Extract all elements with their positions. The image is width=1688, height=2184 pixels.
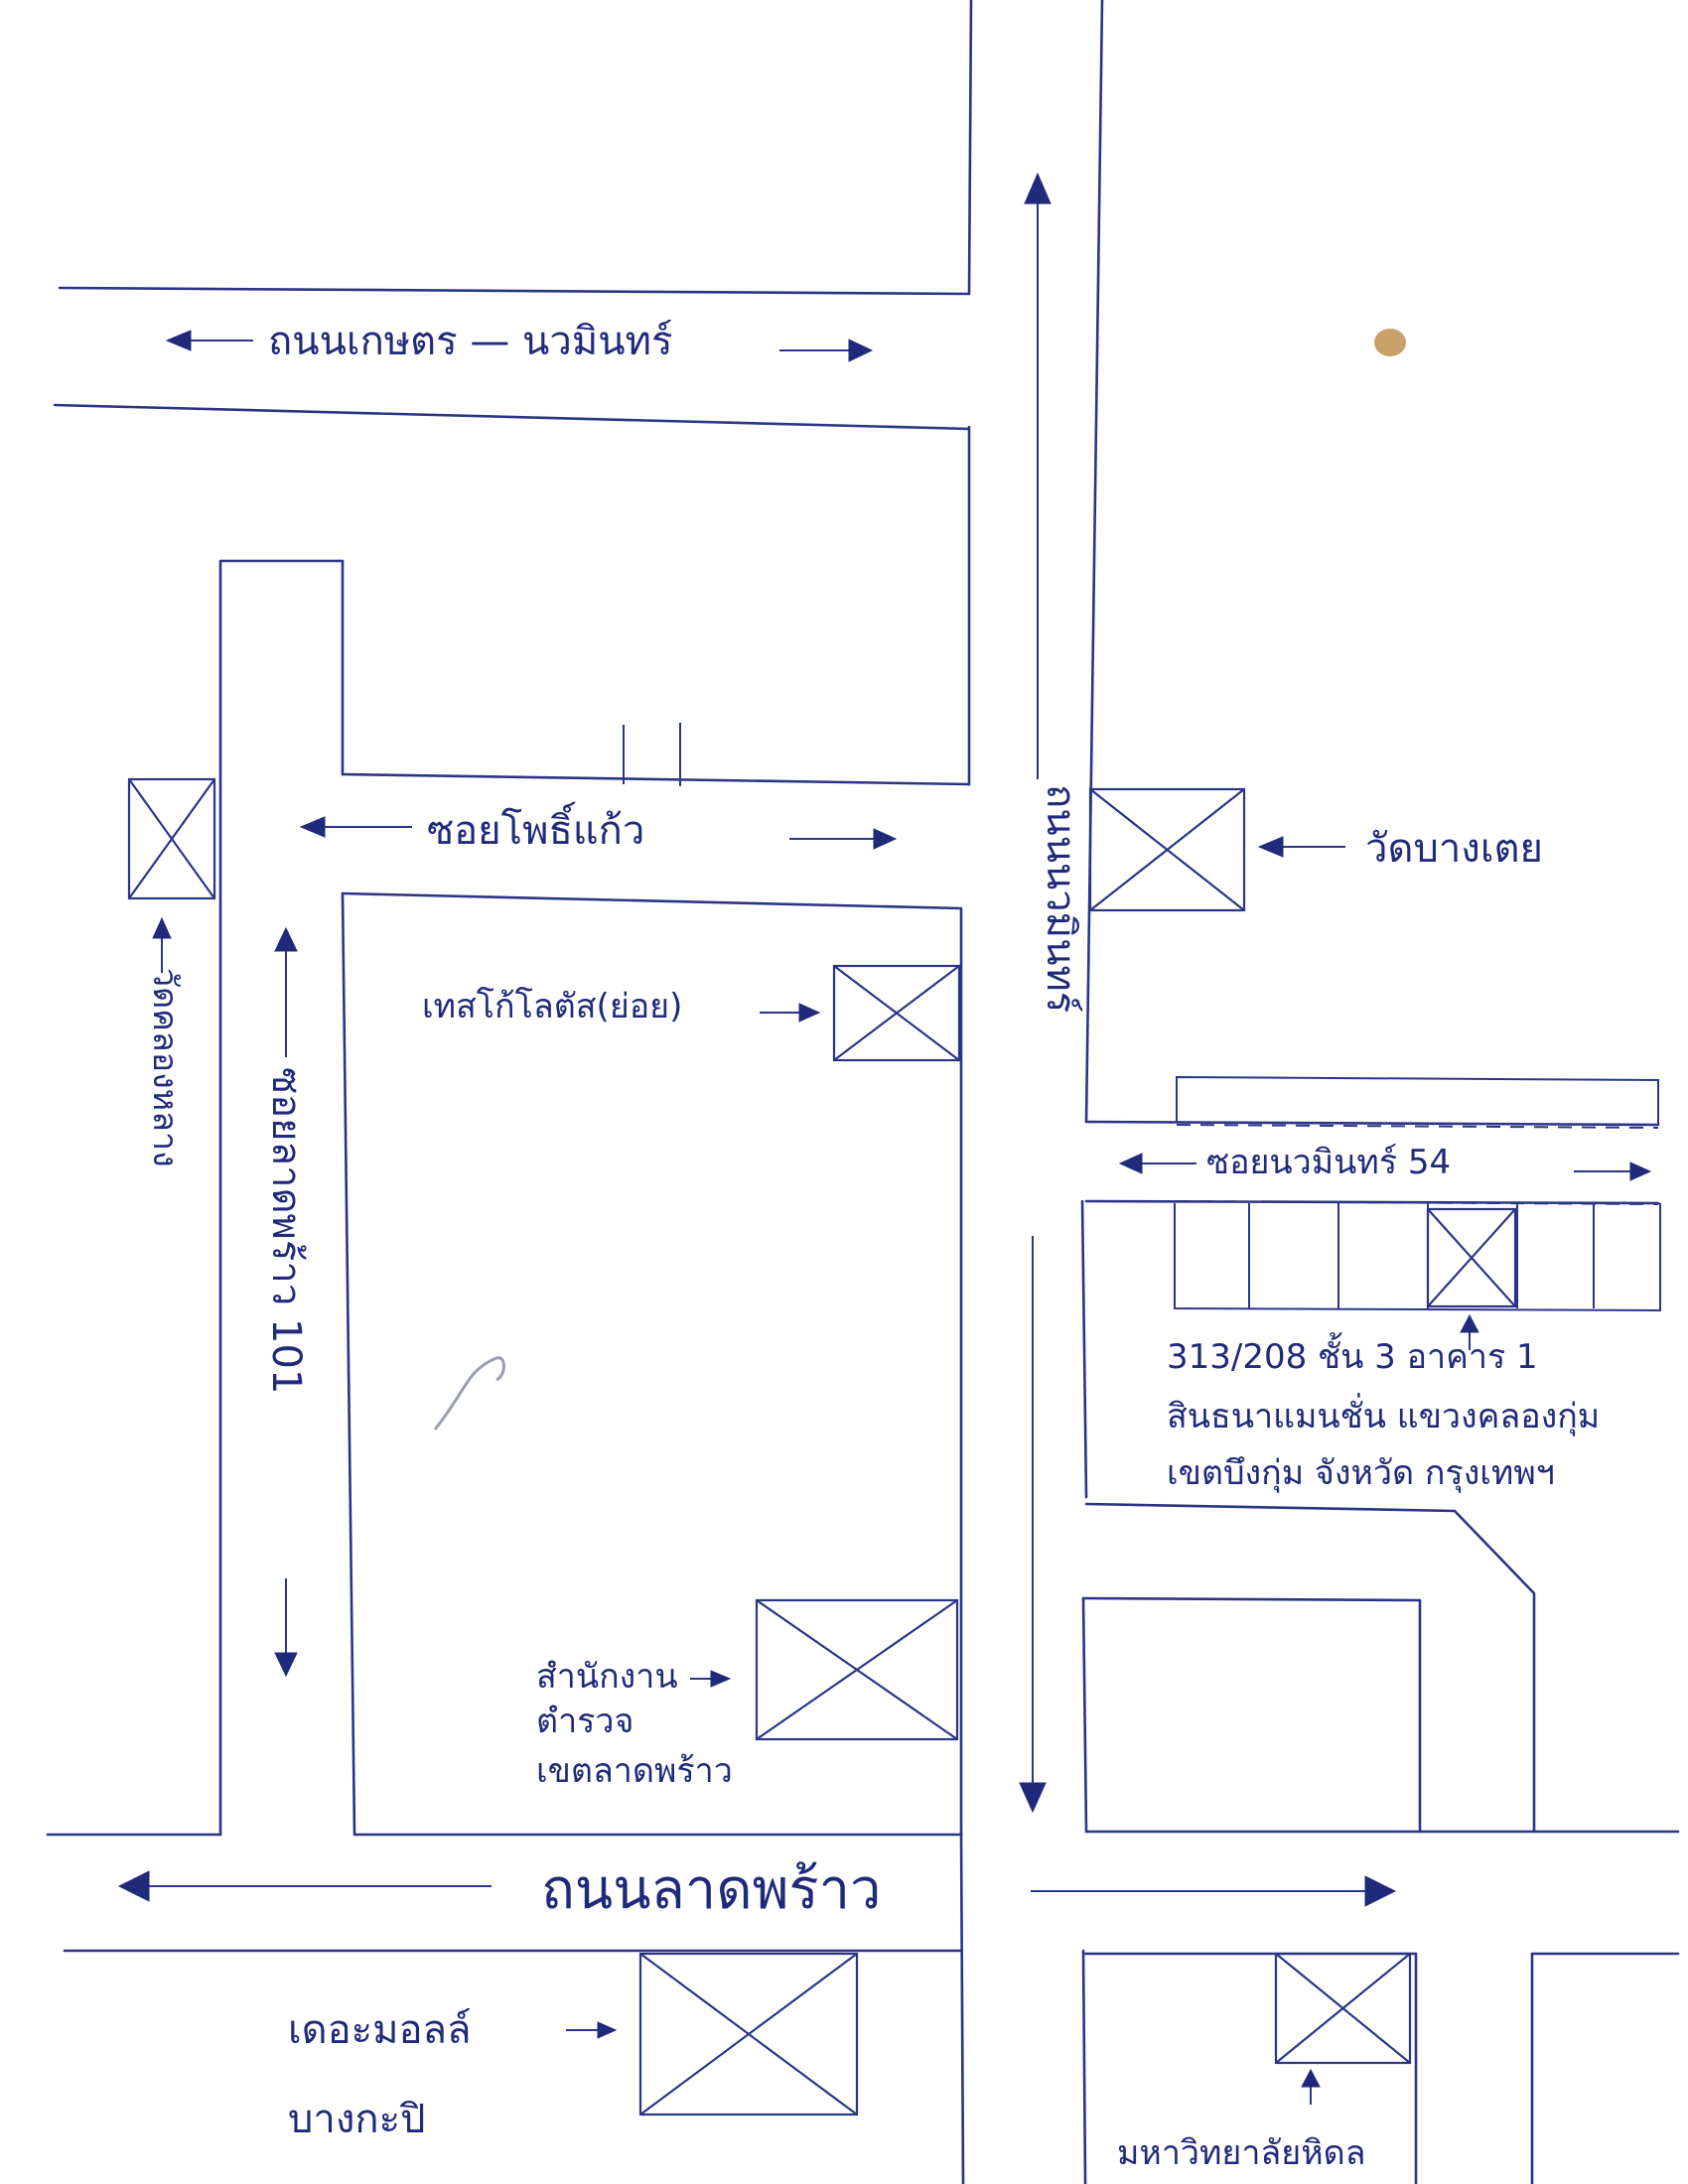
wat-bang-toei-box	[1088, 787, 1246, 912]
labels: ถนนเกษตร — นวมินทร์ ซอยโพธิ์แก้ว วัดบางเ…	[145, 319, 1600, 2173]
kaset-nawamin-road-top-edge	[58, 286, 971, 296]
soi-nawamin-54-label: ซอยนวมินทร์ 54	[1206, 1143, 1451, 1182]
wat-bang-toei-label: วัดบางเตย	[1365, 826, 1543, 872]
hair-mark	[433, 1356, 505, 1431]
the-mall-label-1: เดอะมอลล์	[288, 2007, 472, 2053]
soi-nawamin-54-top	[1084, 1120, 1660, 1127]
kaset-nawamin-road-label: ถนนเกษตร — นวมินทร์	[268, 319, 672, 364]
scan-marks	[433, 329, 1406, 1431]
block-north	[218, 559, 345, 1837]
nawamin-road-label: ถนนนวมินทร์	[1038, 784, 1083, 1013]
road-edges	[46, 0, 1680, 2184]
soi-pho-kaew-label: ซอยโพธิ์แก้ว	[427, 801, 644, 854]
apartment-box	[1426, 1207, 1517, 1308]
police-station-label-2: ตำรวจ	[536, 1702, 633, 1741]
the-mall-label-2: บางกะปิ	[288, 2097, 425, 2142]
wat-kong-salang-box	[127, 777, 216, 900]
police-station-label-1: สำนักงาน	[536, 1657, 678, 1697]
lat-phrao-road-label: ถนนลาดพร้าว	[541, 1857, 881, 1922]
nawamin-road-right-edge	[1084, 0, 1104, 1124]
address-line-2: สินธนาแมนชั่น แขวงคลองกุ่ม	[1167, 1393, 1600, 1436]
arrow-west-icon	[165, 330, 192, 351]
paper-stain	[1374, 329, 1406, 356]
address-line-1: 313/208 ชั้น 3 อาคาร 1	[1167, 1332, 1538, 1377]
soi-lat-phrao-101-label: ซอยลาดพร้าว 101	[263, 1067, 309, 1394]
police-station-box	[755, 1598, 959, 1741]
main-block	[341, 891, 963, 1837]
tesco-lotus-box	[832, 964, 961, 1062]
the-mall-box	[638, 1952, 859, 2116]
arrow-east-icon	[848, 339, 874, 362]
wat-kong-salang-label: วัดคลองหลาง	[145, 968, 185, 1167]
mahidol-box	[1274, 1952, 1412, 2065]
mahidol-university-label: มหาวิทยาลัยหิดล	[1117, 2133, 1366, 2173]
arrows	[117, 172, 1652, 2105]
police-station-label-3: เขตลาดพร้าว	[536, 1751, 733, 1791]
address-line-3: เขตบึงกุ่ม จังหวัด กรุงเทพฯ	[1167, 1453, 1555, 1493]
tesco-lotus-label: เทสโก้โลตัส(ย่อย)	[422, 987, 682, 1026]
landmark-boxes	[127, 777, 1517, 2116]
nawamin-road-left-edge	[967, 0, 973, 295]
kaset-nawamin-road-bottom-edge	[53, 403, 971, 431]
